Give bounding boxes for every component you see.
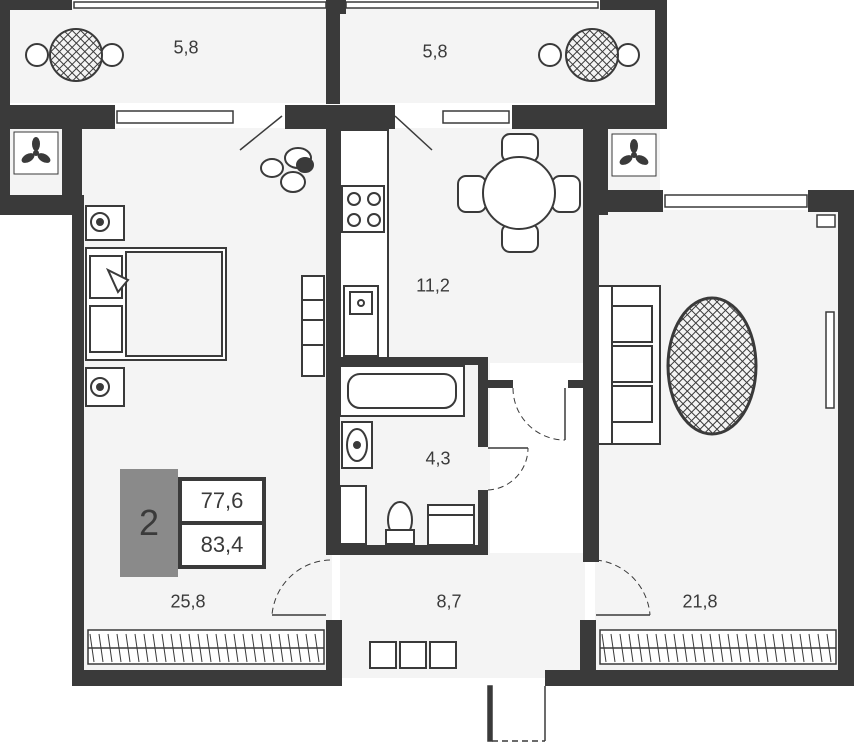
room-area-kitchen: 11,2 [416, 275, 450, 296]
sink [341, 421, 373, 469]
total-area-box: 83,4 [178, 521, 266, 569]
shelf [339, 485, 367, 545]
room-area-hallway: 8,7 [436, 591, 462, 612]
windows [73, 1, 836, 409]
rug [666, 296, 758, 436]
door-arcs [271, 387, 651, 616]
toilet [385, 501, 415, 545]
apartment-badge: 2 77,6 83,4 [120, 469, 270, 577]
bathtub [339, 365, 465, 417]
rooms-count-badge: 2 [120, 469, 178, 577]
fan-icon-right [611, 133, 657, 177]
hallway-cabinet [369, 641, 457, 669]
door-leaves [239, 115, 650, 742]
walls [0, 0, 854, 686]
room-area-balcony-right: 5,8 [422, 41, 448, 62]
fan-icon-left [13, 131, 59, 175]
washing-machine [427, 504, 475, 546]
sofa [597, 285, 661, 445]
rooms-count: 2 [138, 502, 160, 543]
room-area-bathroom: 4,3 [425, 448, 451, 469]
radiator-hatching [89, 633, 832, 663]
living-area-box: 77,6 [178, 477, 266, 525]
dining-table [457, 133, 581, 253]
balcony-right-table [538, 28, 640, 82]
kitchen-counter [339, 129, 389, 359]
room-area-balcony-left: 5,8 [173, 37, 199, 58]
bed [85, 205, 227, 407]
plant-icon [260, 147, 314, 193]
room-area-living-room: 21,8 [682, 591, 718, 612]
bottom-radiator-right [599, 629, 837, 665]
living-area-value: 77,6 [200, 488, 244, 513]
total-area-value: 83,4 [200, 532, 244, 557]
balcony-left-table [25, 28, 124, 82]
room-area-bedroom: 25,8 [170, 591, 206, 612]
radiator [301, 275, 325, 377]
bottom-radiator-left [87, 629, 325, 665]
